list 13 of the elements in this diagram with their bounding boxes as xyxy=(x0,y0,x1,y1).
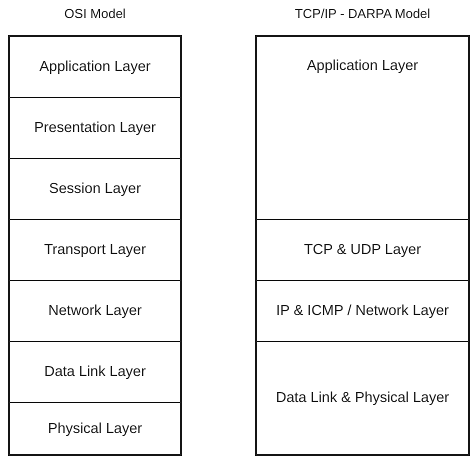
layer-label: TCP & UDP Layer xyxy=(304,242,422,258)
layer-label: Transport Layer xyxy=(44,242,146,258)
layer-label: Application Layer xyxy=(306,58,418,74)
layer-label: Network Layer xyxy=(48,303,142,319)
layer-label: Physical Layer xyxy=(48,420,142,436)
stack-heading: TCP/IP - DARPA Model xyxy=(294,6,432,21)
layer-label: Data Link Layer xyxy=(44,364,146,380)
layer-label: Session Layer xyxy=(49,181,141,197)
layer-label: Data Link & Physical Layer xyxy=(276,390,450,406)
layer-label: Presentation Layer xyxy=(34,120,156,136)
layer-label: IP & ICMP / Network Layer xyxy=(276,303,449,319)
layer-label: Application Layer xyxy=(39,59,151,75)
stack-heading: OSI Model xyxy=(63,6,127,21)
